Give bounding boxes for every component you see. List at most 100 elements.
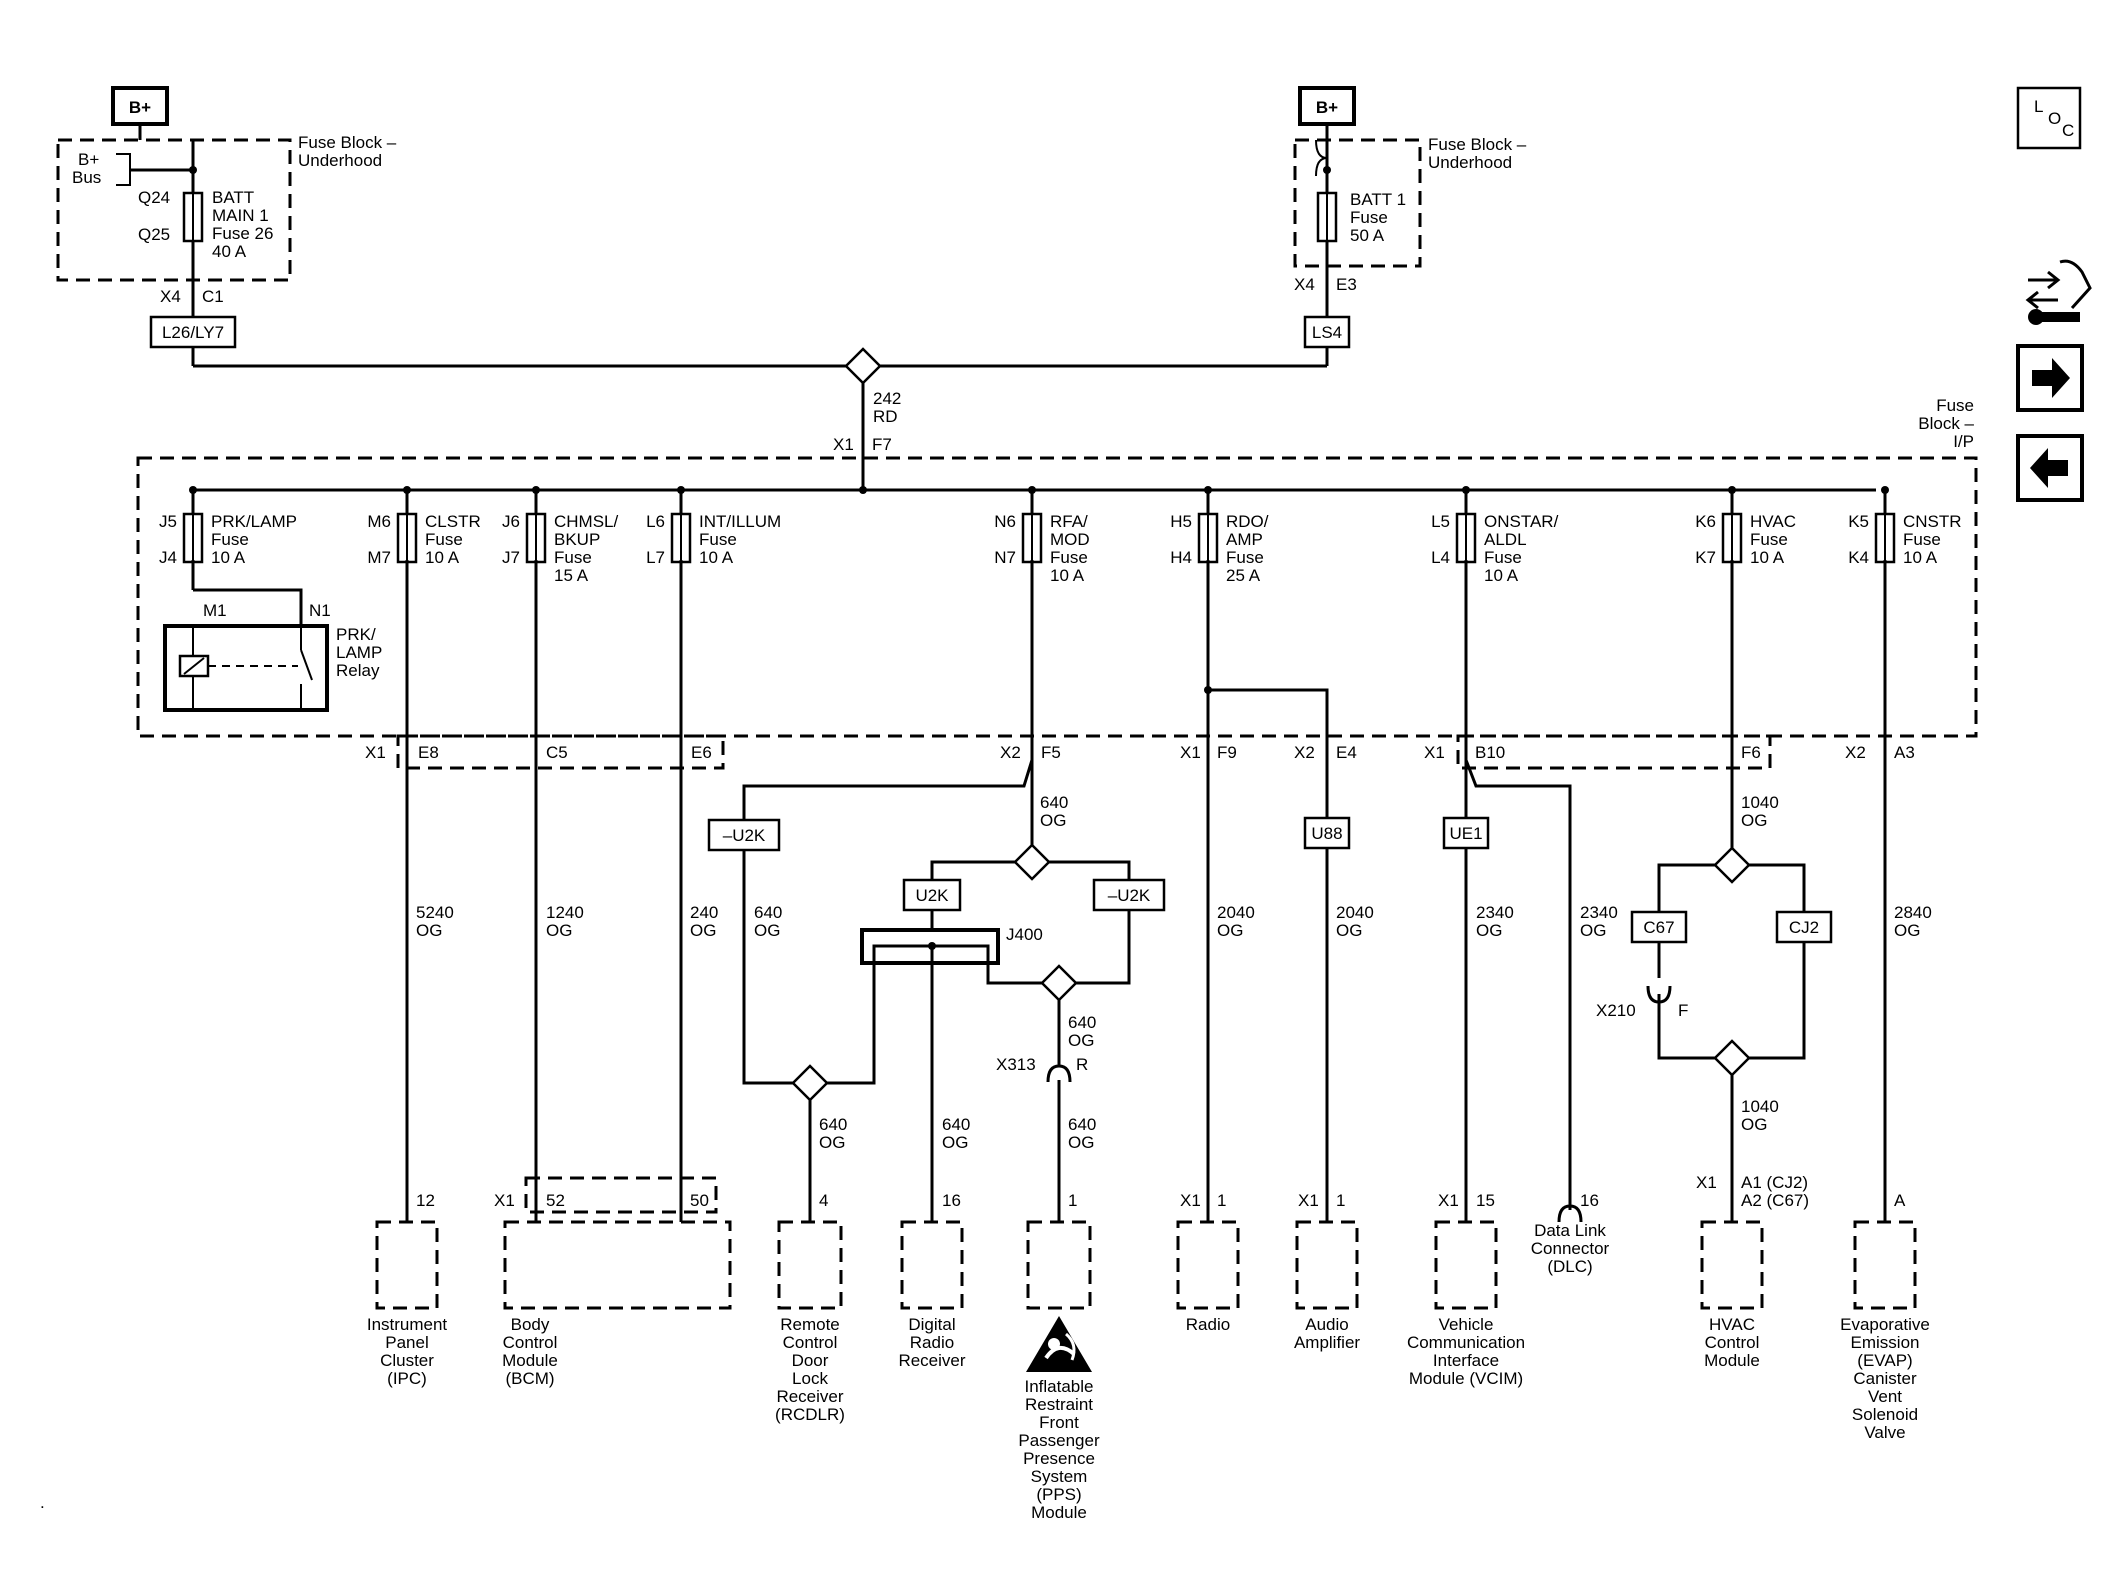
pin-label: 50 (690, 1191, 709, 1210)
vcim-module (1434, 1220, 1498, 1310)
fuse-name: 15 A (554, 566, 589, 585)
splice-ls4 (1303, 315, 1351, 349)
connector-label: A3 (1894, 743, 1915, 762)
component-name-dlc: Data Link (1534, 1221, 1606, 1240)
wire-label: OG (546, 921, 572, 940)
component-name-rcdlr: Lock (792, 1369, 828, 1388)
fuse-pin-in: H5 (1170, 512, 1192, 531)
wire-label: 640 (1040, 793, 1068, 812)
fuse-block-outline-right (1293, 138, 1422, 268)
loc-label: L (2034, 97, 2043, 116)
fuse-name: CLSTR (425, 512, 481, 531)
side-icons: L O C (2016, 86, 2092, 502)
component-name-dlc: Connector (1531, 1239, 1610, 1258)
component-name-vcim: Interface (1433, 1351, 1499, 1370)
connector-label: X4 (160, 287, 181, 306)
bplus-label-right: B+ (1316, 98, 1338, 117)
loc-icon[interactable] (2016, 86, 2082, 150)
component-labels: InstrumentPanelCluster(IPC)BodyControlMo… (367, 1221, 1930, 1522)
prk-lamp-relay: M1 N1 PRK/ LAMP Relay (163, 560, 382, 712)
fuse-pin-in: N6 (994, 512, 1016, 531)
option-label: CJ2 (1789, 918, 1819, 937)
component-name-ipc: Instrument (367, 1315, 448, 1334)
x1-connector-right (1456, 734, 1772, 770)
bplus-label-left: B+ (129, 98, 151, 117)
pin-label: X1 (1438, 1191, 1459, 1210)
connector-label: C1 (202, 287, 224, 306)
fuse-label: BATT 1 (1350, 190, 1406, 209)
ip-block-label: I/P (1953, 432, 1974, 451)
wire-label: OG (1741, 1115, 1767, 1134)
pin-label: X1 (1696, 1173, 1717, 1192)
wire-label: OG (1580, 921, 1606, 940)
fuse-name: Fuse (554, 548, 592, 567)
fuse-name: INT/ILLUM (699, 512, 781, 531)
pin-label: Q25 (138, 225, 170, 244)
connector-label: X1 (1180, 743, 1201, 762)
wire-label: 1040 (1741, 793, 1779, 812)
dlc-connector (1557, 1204, 1583, 1223)
inline-label: X313 (996, 1055, 1036, 1074)
wire-label: 240 (690, 903, 718, 922)
component-name-rcdlr: (RCDLR) (775, 1405, 845, 1424)
wire-label: 1040 (1741, 1097, 1779, 1116)
option-box-ue1 (1442, 816, 1490, 850)
component-name-pps: Front (1039, 1413, 1079, 1432)
pin-label: 1 (1336, 1191, 1345, 1210)
inline-label: F (1678, 1001, 1688, 1020)
fuse-name: 25 A (1226, 566, 1261, 585)
option-box-neg-u2k-left (707, 818, 781, 852)
fuse-name: 10 A (1484, 566, 1519, 585)
pin-label: N1 (309, 601, 331, 620)
component-name-hvac: HVAC (1709, 1315, 1755, 1334)
connector-label: X2 (1294, 743, 1315, 762)
component-name-pps: Presence (1023, 1449, 1095, 1468)
component-name-ipc: (IPC) (387, 1369, 427, 1388)
connector-label: X1 (365, 743, 386, 762)
fuse-block-label: Fuse Block – (1428, 135, 1527, 154)
wire-label: OG (754, 921, 780, 940)
fuse-name: HVAC (1750, 512, 1796, 531)
wire-label: 640 (754, 903, 782, 922)
connector-label: B10 (1475, 743, 1505, 762)
fuse-name: 10 A (699, 548, 734, 567)
wrench-arrows-icon[interactable] (2025, 259, 2092, 325)
splice-hvac-top (1713, 846, 1751, 884)
fuse-pin-in: J6 (502, 512, 520, 531)
component-name-evap: Evaporative (1840, 1315, 1930, 1334)
connector-label: E3 (1336, 275, 1357, 294)
component-name-pps: Module (1031, 1503, 1087, 1522)
pin-label: X1 (494, 1191, 515, 1210)
hvac-module (1700, 1220, 1764, 1310)
component-name-hvac: Module (1704, 1351, 1760, 1370)
wire-label: OG (1336, 921, 1362, 940)
wire-label: 640 (819, 1115, 847, 1134)
wire-label: 640 (942, 1115, 970, 1134)
pin-label: 52 (546, 1191, 565, 1210)
wire-label: OG (416, 921, 442, 940)
component-name-bcm: Body (511, 1315, 550, 1334)
fuse-name: ALDL (1484, 530, 1527, 549)
component-name-ipc: Panel (385, 1333, 428, 1352)
component-name-drr: Digital (908, 1315, 955, 1334)
corner-mark: . (40, 1493, 45, 1512)
wire-label: 2340 (1476, 903, 1514, 922)
wire-label: RD (873, 407, 898, 426)
component-boxes (375, 1220, 1917, 1310)
wire-label: 640 (1068, 1115, 1096, 1134)
component-name-pps: Inflatable (1025, 1377, 1094, 1396)
wire-label: 1240 (546, 903, 584, 922)
connector-label: X1 (833, 435, 854, 454)
loc-label: O (2048, 109, 2061, 128)
fuse-label: 40 A (212, 242, 247, 261)
pin-label: A (1894, 1191, 1906, 1210)
option-box-u88 (1303, 816, 1351, 850)
component-name-pps: (PPS) (1036, 1485, 1081, 1504)
